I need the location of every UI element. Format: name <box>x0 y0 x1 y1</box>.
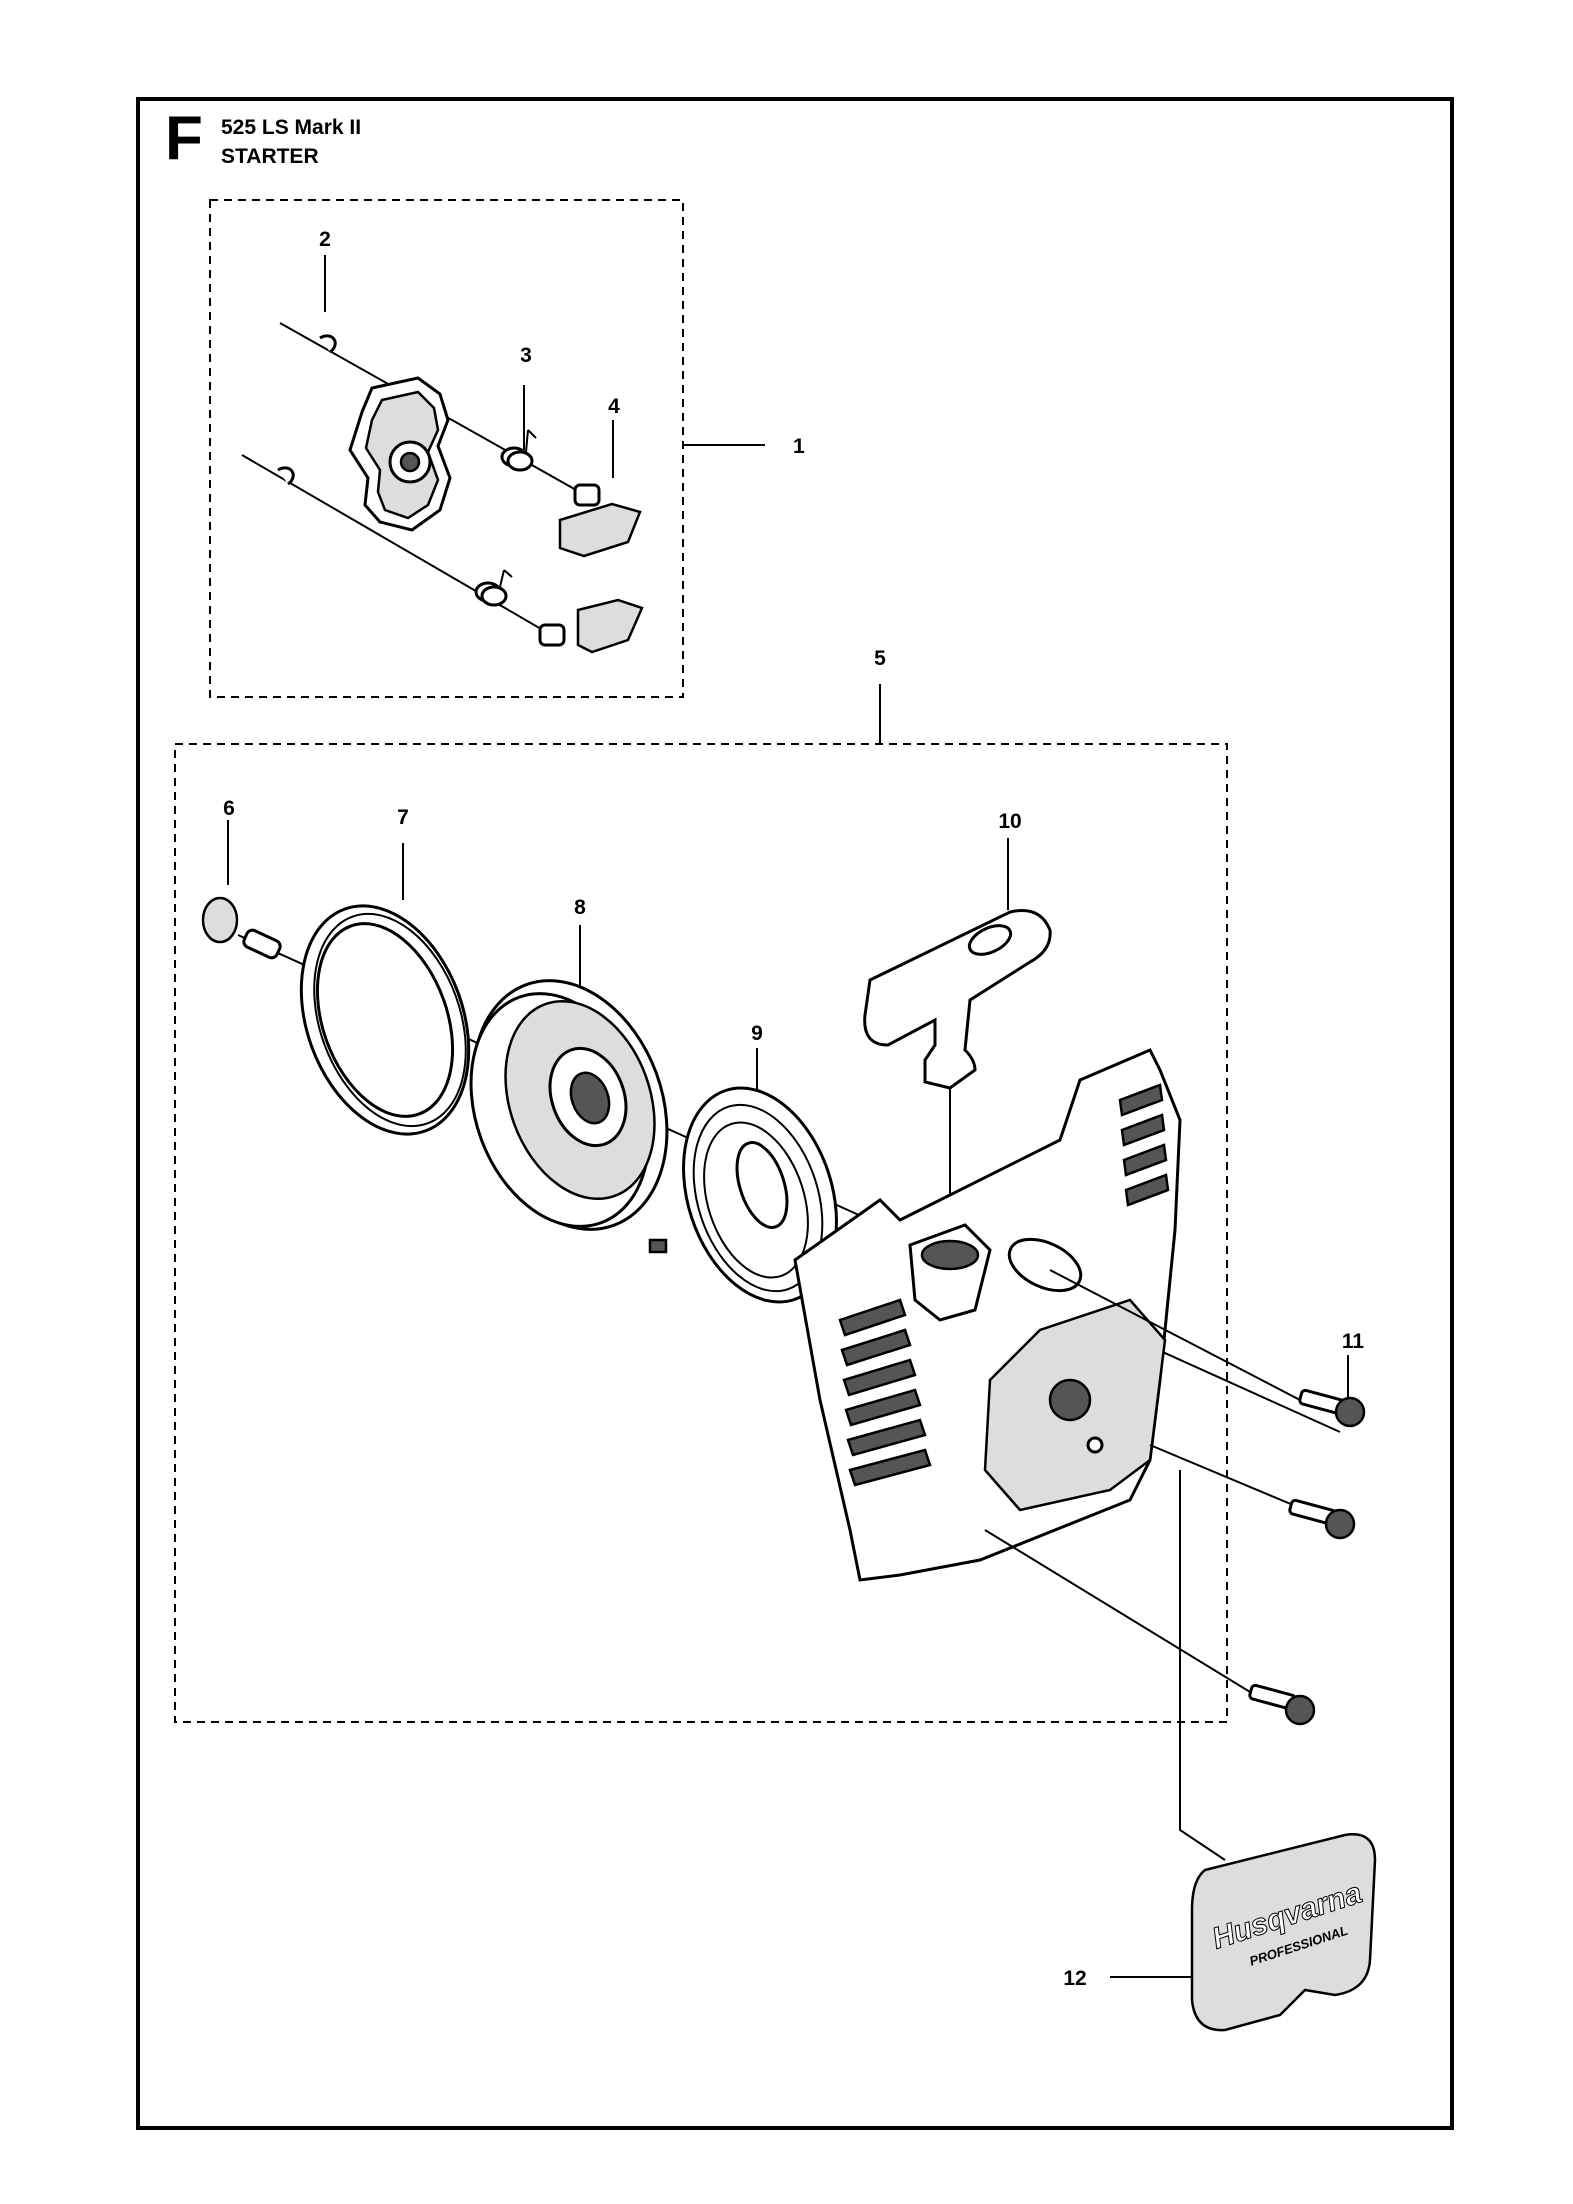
pawl-lower <box>538 598 644 654</box>
screw-lower <box>984 1529 1316 1726</box>
callout-8: 8 <box>574 896 586 919</box>
section-title: STARTER <box>221 145 319 168</box>
screw-upper <box>1049 1269 1366 1428</box>
circlip-upper <box>319 334 337 354</box>
recoil-spring <box>648 1086 838 1304</box>
group-box-1 <box>209 199 684 698</box>
callout-7: 7 <box>397 806 409 829</box>
leader-cover <box>1179 1470 1226 1861</box>
group-box-5 <box>174 743 1228 1723</box>
carrier-hub-hole <box>399 451 421 473</box>
callout-4: 4 <box>608 395 620 418</box>
rope-guide-ring <box>299 904 471 1136</box>
screw-middle <box>1149 1444 1356 1540</box>
callout-12: 12 <box>1063 1967 1086 1990</box>
center-bolt <box>201 896 282 960</box>
axis-line-lower <box>241 454 561 641</box>
logo-cover-plate: Husqvarna PROFESSIONAL <box>1190 1833 1377 2032</box>
pawl-spring-lower <box>474 569 513 607</box>
rope-pulley <box>469 979 669 1231</box>
housing-hub <box>1048 1378 1092 1422</box>
callout-1: 1 <box>793 435 805 458</box>
callout-6: 6 <box>223 797 235 820</box>
callout-3: 3 <box>520 344 532 367</box>
callout-2: 2 <box>319 228 331 251</box>
callout-10: 10 <box>998 810 1021 833</box>
model-name: 525 LS Mark II <box>221 116 362 139</box>
pawl-spring-upper <box>500 429 537 472</box>
starter-housing <box>793 1048 1182 1582</box>
pawl-upper <box>558 483 642 558</box>
housing-vent-slots <box>838 1083 1170 1487</box>
section-letter: F <box>165 104 203 173</box>
starter-handle <box>863 909 1052 1230</box>
callout-5: 5 <box>874 647 886 670</box>
circlip-lower <box>277 466 295 486</box>
callout-9: 9 <box>751 1022 763 1045</box>
callout-11: 11 <box>1342 1330 1365 1353</box>
page-frame <box>136 97 1454 2130</box>
